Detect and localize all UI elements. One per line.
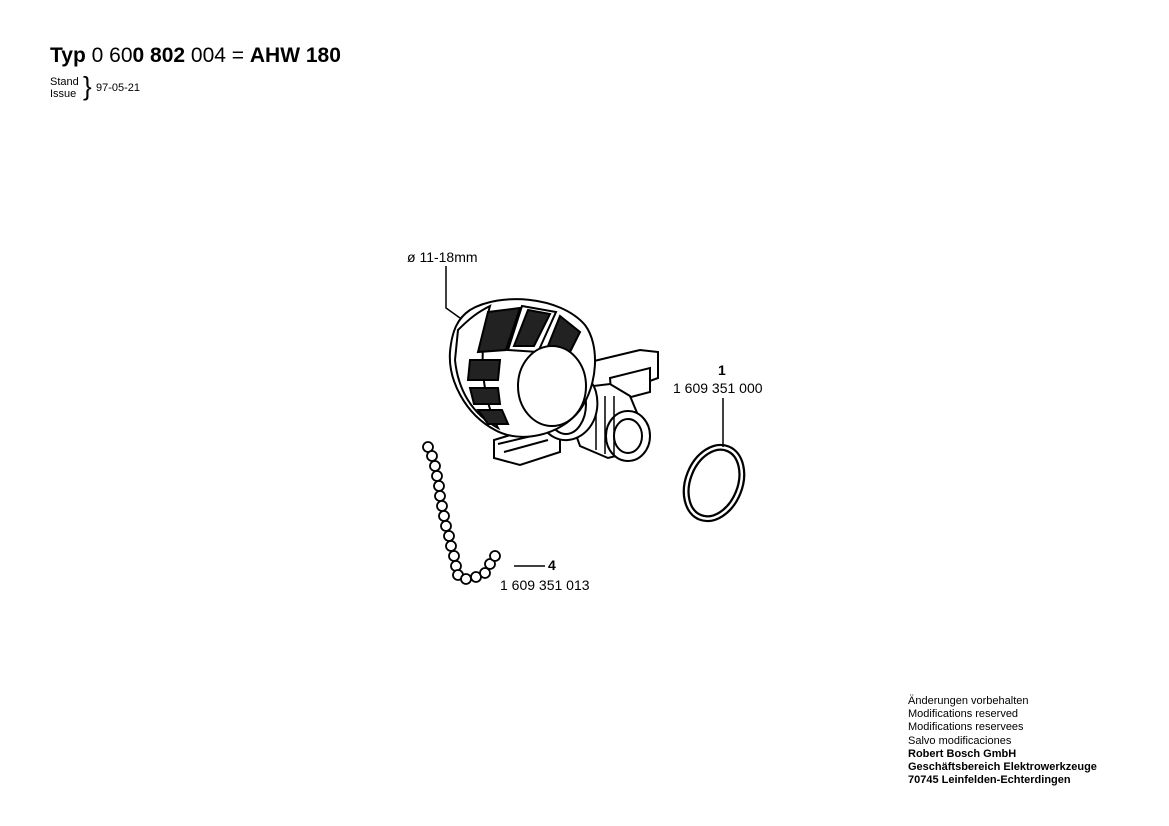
- ribbed-grip-knob: [448, 298, 596, 438]
- footer-line: Modifications reserved: [908, 708, 1019, 721]
- company-name: Robert Bosch GmbH: [908, 747, 1017, 760]
- model-name: AHW 180: [249, 44, 341, 67]
- brace-glyph: }: [83, 71, 92, 101]
- issue-label: Issue: [50, 88, 77, 100]
- footer-line: Salvo modificaciones: [908, 734, 1012, 747]
- company-address: 70745 Leinfelden-Echterdingen: [908, 774, 1071, 787]
- part-id-1: 1 609 351 000: [673, 380, 763, 396]
- part-number-1: 1: [718, 362, 726, 378]
- footer-notice: Änderungen vorbehalten Modifications res…: [908, 695, 1097, 787]
- company-division: Geschäftsbereich Elektrowerkzeuge: [908, 761, 1097, 774]
- part-id-4: 1 609 351 013: [500, 577, 590, 593]
- bead-chain: [422, 441, 501, 585]
- type-number-part2: 0 802: [132, 44, 186, 67]
- type-number-part3: 004 =: [185, 44, 245, 67]
- stand-issue-labels: Stand Issue: [50, 76, 79, 100]
- stand-label: Stand: [50, 76, 79, 88]
- part-number-4: 4: [548, 557, 556, 573]
- type-number-part1: 0 60: [91, 44, 133, 67]
- page-title: Typ 0 600 802 004 = AHW 180: [50, 44, 341, 68]
- footer-line: Änderungen vorbehalten: [908, 695, 1029, 707]
- issue-date: 97-05-21: [96, 82, 141, 94]
- typ-label: Typ: [50, 44, 86, 67]
- footer-line: Modifications reservees: [908, 721, 1024, 734]
- dimension-leader-line: [445, 266, 461, 319]
- dimension-label: ø 11-18mm: [407, 249, 478, 265]
